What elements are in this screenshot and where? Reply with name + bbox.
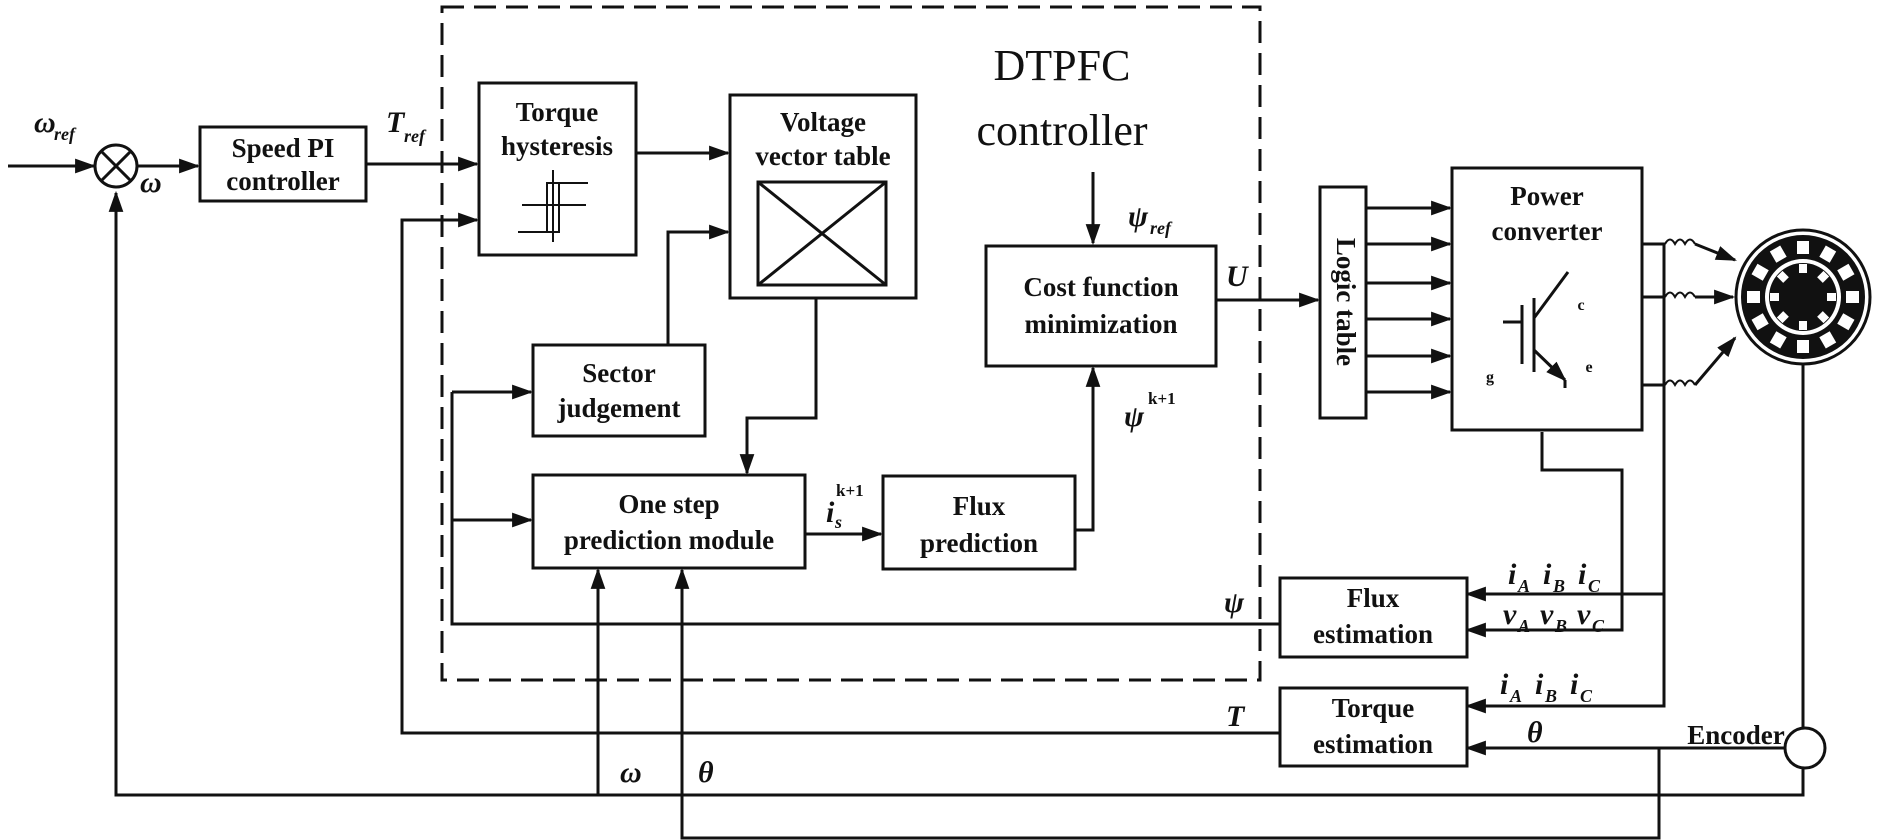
- u-signal-label: U: [1226, 260, 1249, 293]
- svg-text:s: s: [834, 512, 842, 532]
- svg-text:A: A: [1509, 686, 1522, 706]
- power-converter-label-line1: Power: [1510, 181, 1583, 211]
- prediction-label-line1: One step: [618, 489, 719, 519]
- logic-table-block: Logic table: [1320, 187, 1366, 418]
- motor-icon: [1736, 230, 1870, 364]
- svg-text:i: i: [1578, 558, 1587, 591]
- svg-text:ω: ω: [34, 106, 56, 139]
- svg-text:v: v: [1503, 598, 1517, 631]
- svg-text:ψ: ψ: [1128, 200, 1149, 233]
- t-ref-signal-label: T ref: [386, 106, 427, 146]
- power-converter-label-line2: converter: [1492, 216, 1603, 246]
- omega-ref-signal-label: ω ref: [34, 106, 77, 144]
- sector-judgement-label-line2: judgement: [557, 393, 681, 423]
- torque-estimation-label-line2: estimation: [1313, 729, 1433, 759]
- sector-to-table-line: [668, 232, 728, 345]
- svg-text:v: v: [1540, 598, 1554, 631]
- theta-bottom-label: θ: [698, 756, 714, 789]
- voltage-table-label-line2: vector table: [755, 141, 890, 171]
- voltage-table-label-line1: Voltage: [780, 107, 866, 137]
- igbt-gate-label: g: [1486, 369, 1494, 386]
- psi-feedback-label: ψ: [1224, 586, 1245, 619]
- svg-text:i: i: [1543, 558, 1552, 591]
- motor-phase-lines: [1642, 240, 1735, 386]
- svg-text:i: i: [1508, 558, 1517, 591]
- voltage-vector-table-block: Voltage vector table: [730, 95, 916, 298]
- flux-estimation-label-line1: Flux: [1347, 583, 1400, 613]
- svg-text:ref: ref: [404, 126, 427, 146]
- logic-table-label: Logic table: [1331, 238, 1361, 366]
- iabc-flux-signal-label: i A i B i C: [1508, 558, 1601, 596]
- power-converter-block: Power converter c g e: [1452, 168, 1642, 430]
- svg-text:C: C: [1588, 576, 1601, 596]
- one-step-prediction-block: One step prediction module: [533, 475, 805, 568]
- torque-estimation-label-line1: Torque: [1332, 693, 1415, 723]
- psi-k1-signal-label: ψ k+1: [1124, 389, 1176, 433]
- svg-text:T: T: [386, 106, 406, 139]
- theta-torque-label: θ: [1527, 716, 1543, 749]
- svg-text:i: i: [1570, 668, 1579, 701]
- prediction-label-line2: prediction module: [564, 525, 774, 555]
- flux-prediction-block: Flux prediction: [883, 476, 1075, 569]
- iabc-to-torque-line: [1467, 594, 1664, 706]
- controller-title-line1: DTPFC: [994, 41, 1131, 90]
- svg-text:v: v: [1577, 598, 1591, 631]
- summing-junction: [95, 145, 137, 187]
- omega-bottom-label: ω: [620, 756, 642, 789]
- igbt-emitter-label: e: [1585, 359, 1592, 376]
- torque-hysteresis-label-line1: Torque: [516, 97, 599, 127]
- svg-text:B: B: [1552, 576, 1565, 596]
- torque-hysteresis-label-line2: hysteresis: [501, 131, 613, 161]
- torque-estimation-block: Torque estimation: [1280, 688, 1467, 766]
- torque-hysteresis-block: Torque hysteresis: [479, 83, 636, 255]
- flux-prediction-label-line2: prediction: [920, 528, 1038, 558]
- speed-pi-label-line1: Speed PI: [232, 133, 335, 163]
- igbt-collector-label: c: [1577, 297, 1584, 314]
- psi-k1-line: [1075, 368, 1093, 530]
- cost-function-label-line2: minimization: [1025, 309, 1178, 339]
- encoder-label: Encoder: [1687, 720, 1785, 750]
- svg-text:ref: ref: [54, 124, 77, 144]
- svg-text:ψ: ψ: [1124, 400, 1145, 433]
- svg-text:C: C: [1592, 616, 1605, 636]
- iabc-torque-signal-label: i A i B i C: [1500, 668, 1593, 706]
- svg-text:k+1: k+1: [1148, 389, 1176, 408]
- sector-judgement-block: Sector judgement: [533, 345, 705, 436]
- is-k1-signal-label: i s k+1: [826, 481, 864, 532]
- gate-signal-lines: [1366, 208, 1450, 392]
- encoder-icon: [1785, 728, 1825, 768]
- svg-text:C: C: [1580, 686, 1593, 706]
- controller-title-line2: controller: [976, 106, 1147, 155]
- svg-text:B: B: [1554, 616, 1567, 636]
- svg-text:i: i: [1500, 668, 1509, 701]
- speed-pi-controller-block: Speed PI controller: [200, 127, 366, 201]
- t-feedback-label: T: [1226, 700, 1246, 733]
- svg-text:i: i: [826, 496, 835, 529]
- speed-pi-label-line2: controller: [226, 166, 339, 196]
- svg-text:k+1: k+1: [836, 481, 864, 500]
- flux-prediction-label-line1: Flux: [953, 491, 1006, 521]
- svg-text:B: B: [1544, 686, 1557, 706]
- cost-function-block: Cost function minimization: [986, 246, 1216, 366]
- omega-sum-label: ω: [140, 166, 162, 199]
- sector-judgement-label-line1: Sector: [582, 358, 655, 388]
- table-to-prediction-line: [747, 298, 816, 473]
- flux-estimation-label-line2: estimation: [1313, 619, 1433, 649]
- psi-ref-signal-label: ψ ref: [1128, 200, 1173, 238]
- svg-text:ref: ref: [1150, 218, 1173, 238]
- svg-text:i: i: [1535, 668, 1544, 701]
- flux-estimation-block: Flux estimation: [1280, 578, 1467, 657]
- cost-function-label-line1: Cost function: [1023, 272, 1178, 302]
- svg-text:A: A: [1517, 576, 1530, 596]
- svg-text:A: A: [1517, 616, 1530, 636]
